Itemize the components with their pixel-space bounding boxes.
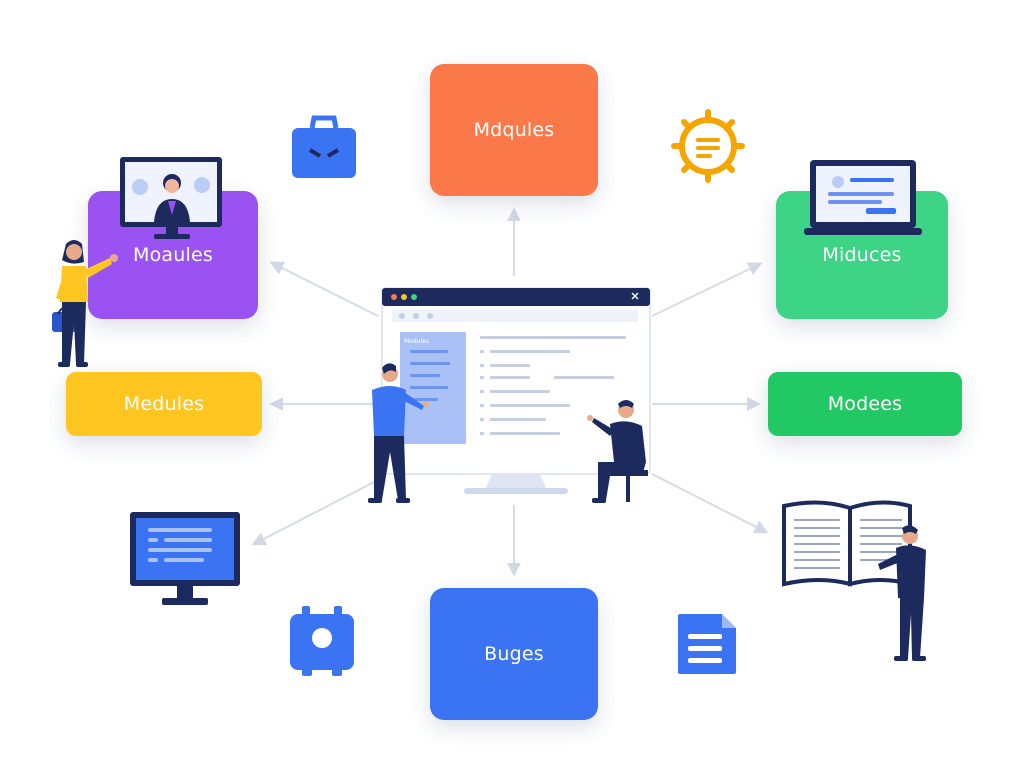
video-call-monitor-icon (118, 155, 226, 243)
module-left-mid[interactable]: Medules (66, 372, 262, 436)
person-pointing-left-figure (48, 236, 128, 372)
module-bottom[interactable]: Buges (430, 588, 598, 720)
module-left-top-label: Moaules (133, 244, 213, 266)
arrow-to-right-bottom (651, 473, 769, 534)
module-bottom-label: Buges (484, 643, 544, 665)
module-top-label: Mdqules (473, 119, 555, 141)
module-right-mid[interactable]: Modees (768, 372, 962, 436)
briefcase-icon (290, 114, 358, 180)
desktop-monitor-icon (128, 510, 242, 608)
document-icon (676, 612, 738, 676)
module-right-top-label: Miduces (822, 244, 902, 266)
gear-document-icon (668, 106, 748, 186)
monitor-sidebar-label: Modules (404, 338, 429, 345)
lock-icon (288, 604, 356, 678)
module-right-mid-label: Modees (827, 393, 903, 415)
arrow-to-left-bottom (251, 479, 379, 546)
open-book-icon (780, 498, 940, 664)
laptop-icon (804, 158, 922, 236)
arrow-to-left-top (269, 261, 379, 317)
module-left-mid-label: Medules (123, 393, 205, 415)
central-monitor (364, 286, 664, 512)
module-top[interactable]: Mdqules (430, 64, 598, 196)
arrow-to-right-top (651, 262, 763, 317)
